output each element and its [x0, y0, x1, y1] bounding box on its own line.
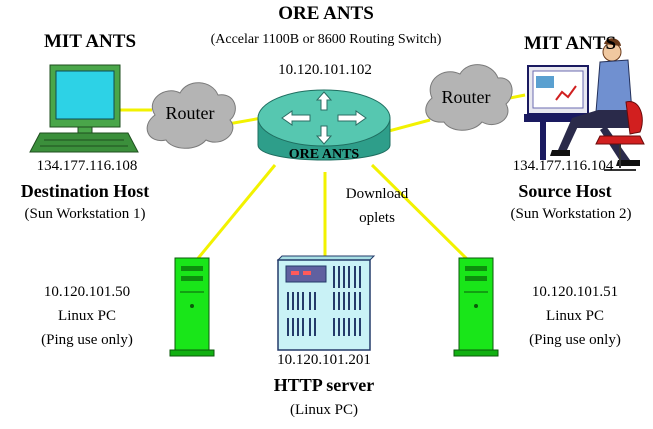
- source-host-desc: (Sun Workstation 2): [510, 206, 632, 222]
- switch-arrows-icon: [281, 91, 367, 145]
- left-router-label: Router: [165, 103, 215, 123]
- server-desc: (Linux PC): [290, 402, 358, 418]
- center-title: ORE ANTS: [278, 3, 374, 24]
- network-links: [118, 93, 526, 264]
- link-pc-right: [370, 163, 472, 264]
- right-router-label: Router: [441, 87, 491, 107]
- switch-badge-label: ORE ANTS: [288, 147, 360, 162]
- download-label-line1: Download: [345, 186, 409, 202]
- link-left-router: [227, 116, 263, 126]
- link-pc-left: [193, 164, 277, 263]
- left-site-title: MIT ANTS: [43, 31, 137, 52]
- center-subtitle: (Accelar 1100B or 8600 Routing Switch): [210, 32, 442, 47]
- pc-right-kind: Linux PC: [546, 308, 604, 324]
- source-host-name: Source Host: [518, 181, 612, 201]
- ore-ants-switch: [257, 89, 391, 161]
- link-right-router: [384, 118, 431, 134]
- source-host-ip: 134.177.116.104: [512, 158, 614, 174]
- server-name: HTTP server: [273, 375, 375, 395]
- source-host-computer: [524, 65, 594, 160]
- pc-left-ip: 10.120.101.50: [43, 284, 131, 300]
- destination-host-ip: 134.177.116.108: [36, 158, 138, 174]
- destination-host-desc: (Sun Workstation 1): [24, 206, 146, 222]
- destination-host-name: Destination Host: [20, 181, 150, 201]
- download-label-line2: oplets: [359, 210, 395, 226]
- pc-right-ip: 10.120.101.51: [531, 284, 619, 300]
- right-router-cloud: [425, 64, 513, 131]
- server-ip: 10.120.101.201: [277, 352, 371, 368]
- pc-left-use: (Ping use only): [41, 332, 133, 348]
- linux-pc-left-icon: [169, 257, 215, 357]
- linux-pc-right-icon: [453, 257, 499, 357]
- person-figure: [550, 38, 645, 171]
- left-router-cloud: [146, 82, 236, 149]
- pc-left-kind: Linux PC: [58, 308, 116, 324]
- right-site-title: MIT ANTS: [523, 33, 617, 54]
- pc-right-use: (Ping use only): [529, 332, 621, 348]
- center-ip: 10.120.101.102: [278, 62, 372, 78]
- destination-host-computer: [29, 64, 139, 153]
- http-server-icon: [276, 255, 376, 351]
